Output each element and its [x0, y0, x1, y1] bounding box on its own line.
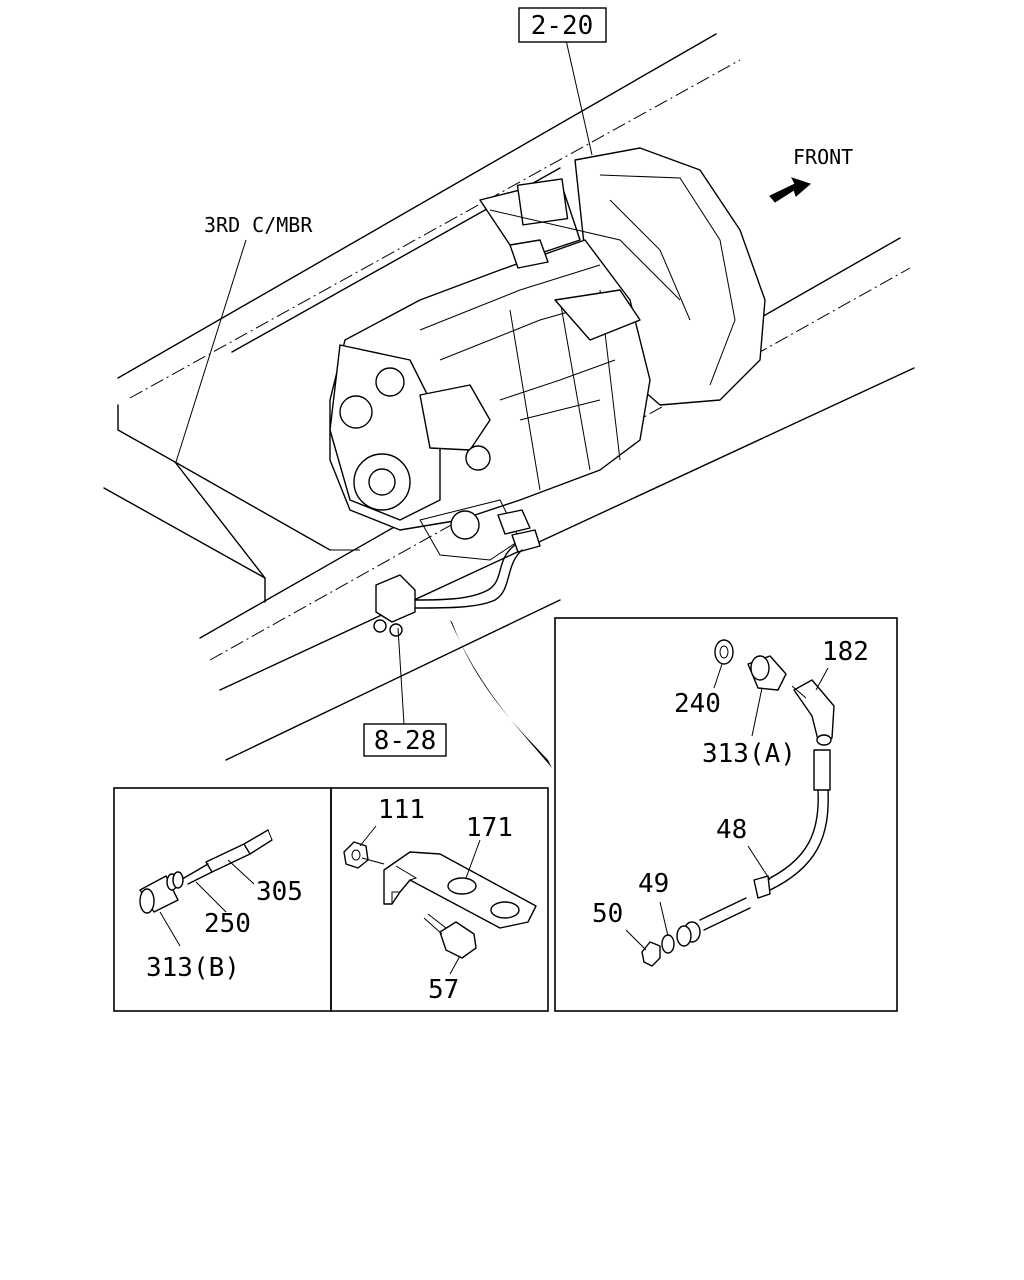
part-label-182: 182 [822, 637, 869, 667]
part-label-49: 49 [638, 869, 669, 899]
reference-label-8-28: 8-28 [374, 726, 437, 756]
part-label-313b: 313(B) [146, 953, 240, 983]
part-label-240: 240 [674, 689, 721, 719]
part-label-57: 57 [428, 975, 459, 1005]
part-label-250: 250 [204, 909, 251, 939]
reference-box-2-20[interactable]: 2-20 [518, 7, 607, 43]
detail-box-pipe: 305 250 313(B) [113, 787, 332, 1012]
crossmember-label: 3RD C/MBR [204, 213, 313, 237]
detail-box-bracket: 111 171 57 [330, 787, 549, 1012]
front-indicator: FRONT [769, 145, 853, 203]
part-label-171: 171 [466, 813, 513, 843]
reference-label-2-20: 2-20 [531, 11, 594, 41]
transmission-assembly [329, 147, 766, 561]
front-label: FRONT [793, 145, 853, 169]
part-label-305: 305 [256, 877, 303, 907]
leader-lines [175, 39, 593, 768]
speed-sensor-harness [373, 509, 541, 637]
third-crossmember [103, 404, 360, 603]
front-arrow-icon [769, 177, 811, 203]
detail-box-hose: 182 240 313(A) 48 49 50 [554, 617, 898, 1012]
part-label-48: 48 [716, 815, 747, 845]
part-label-313a: 313(A) [702, 739, 796, 769]
part-label-111: 111 [378, 795, 425, 825]
part-label-50: 50 [592, 899, 623, 929]
reference-box-8-28[interactable]: 8-28 [363, 723, 447, 757]
